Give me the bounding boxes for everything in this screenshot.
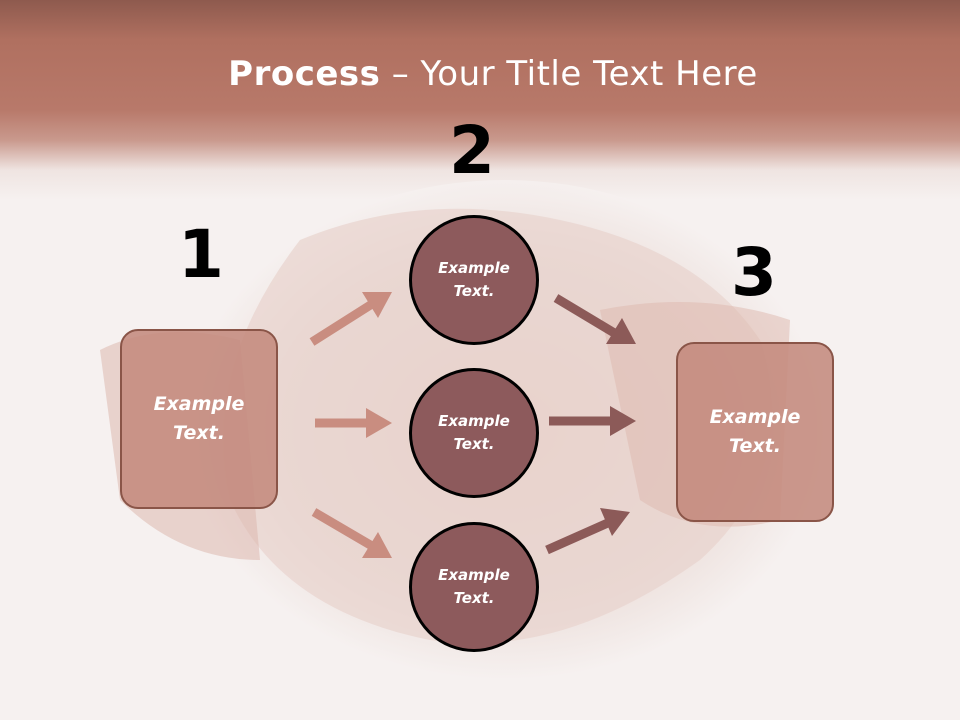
circle-top-text: Example Text. <box>438 259 510 300</box>
step-1-text: Example Text. <box>153 393 245 444</box>
arrow-step1-to-middle <box>315 408 392 438</box>
step-number-1: 1 <box>178 216 224 293</box>
title-bold: Process <box>228 54 381 94</box>
title-rest: Your Title Text Here <box>420 54 758 94</box>
step-2-circle-middle: Example Text. <box>409 368 539 498</box>
arrow-middle-to-step3 <box>549 406 636 436</box>
title-separator: – <box>380 54 421 94</box>
circle-bottom-text: Example Text. <box>438 566 510 607</box>
slide-title: Process – Your Title Text Here <box>0 54 960 94</box>
step-number-3: 3 <box>731 234 777 311</box>
step-3-box: Example Text. <box>676 342 834 522</box>
circle-middle-text: Example Text. <box>438 412 510 453</box>
step-2-circle-bottom: Example Text. <box>409 522 539 652</box>
arrow-bottom-to-step3 <box>545 508 630 555</box>
step-1-box: Example Text. <box>120 329 278 509</box>
step-3-text: Example Text. <box>709 406 801 457</box>
step-number-2: 2 <box>449 112 495 189</box>
arrow-step1-to-bottom <box>311 508 392 558</box>
title-banner <box>0 0 960 200</box>
step-2-circle-top: Example Text. <box>409 215 539 345</box>
arrow-top-to-step3 <box>553 294 636 344</box>
arrow-step1-to-top <box>309 292 392 346</box>
